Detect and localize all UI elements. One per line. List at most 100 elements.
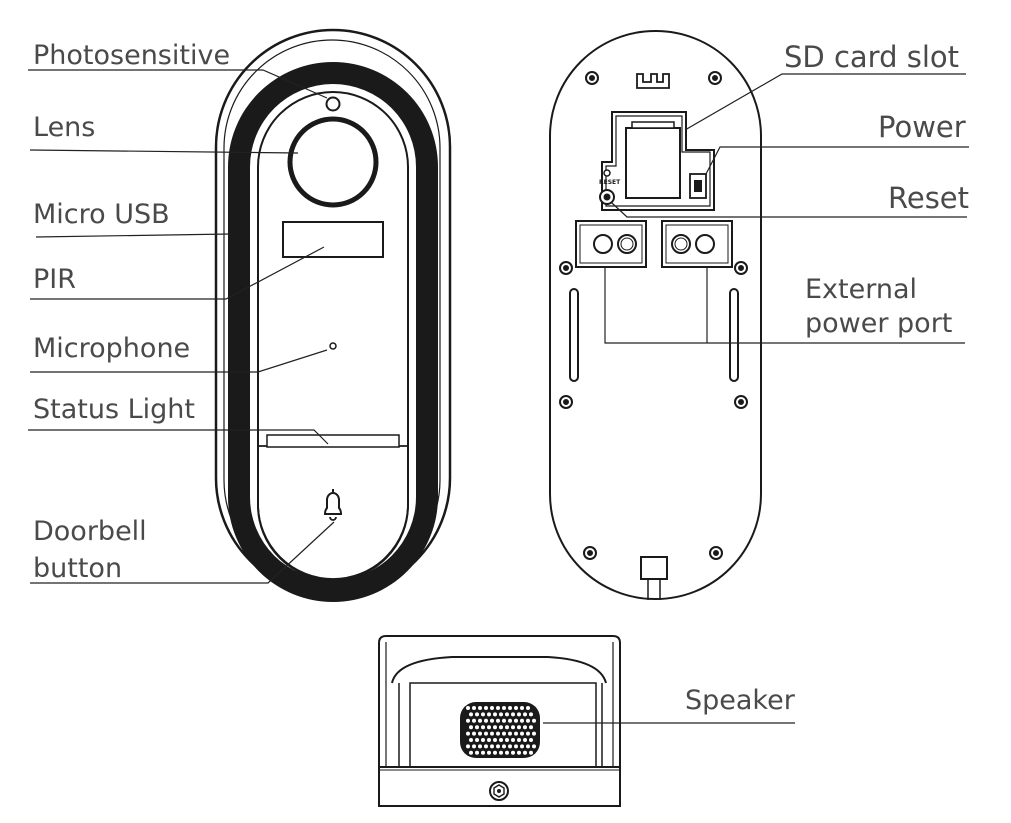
speaker-hole bbox=[484, 706, 488, 710]
label-doorbell: Doorbell bbox=[33, 516, 147, 547]
label-power: Power bbox=[878, 110, 966, 144]
speaker-hole bbox=[517, 738, 521, 742]
speaker-hole bbox=[511, 750, 515, 755]
top-connector bbox=[636, 73, 670, 89]
speaker-hole bbox=[508, 718, 512, 723]
speaker-hole bbox=[469, 725, 473, 730]
speaker-hole bbox=[493, 712, 497, 717]
label-lens: Lens bbox=[33, 112, 95, 143]
bell-icon bbox=[323, 489, 343, 521]
front-leader-lines bbox=[28, 69, 335, 584]
photosensitive-sensor bbox=[325, 96, 341, 112]
speaker-hole bbox=[475, 725, 479, 730]
speaker-hole bbox=[529, 712, 533, 717]
speaker-hole bbox=[499, 750, 503, 755]
speaker-hole bbox=[490, 731, 494, 736]
speaker-hole bbox=[487, 738, 491, 742]
label-power-port: power port bbox=[805, 308, 952, 339]
speaker-hole bbox=[508, 706, 512, 710]
speaker-hole bbox=[487, 725, 491, 730]
speaker-hole bbox=[484, 718, 488, 723]
speaker-hole bbox=[478, 706, 482, 710]
status-light-bar bbox=[266, 434, 400, 448]
speaker-hole bbox=[469, 712, 473, 717]
speaker-hole bbox=[502, 731, 506, 736]
label-reset: Reset bbox=[888, 181, 969, 215]
front-button-area bbox=[257, 445, 409, 580]
speaker-hole bbox=[472, 718, 476, 723]
speaker-hole bbox=[505, 738, 509, 742]
speaker-hole bbox=[469, 738, 473, 742]
speaker-hole bbox=[505, 750, 509, 755]
sd-card-slot bbox=[625, 127, 681, 199]
speaker-hole bbox=[517, 750, 521, 755]
speaker-hole bbox=[502, 706, 506, 710]
speaker-hole bbox=[475, 738, 479, 742]
bottom-dome bbox=[391, 656, 607, 684]
speaker-hole bbox=[526, 718, 530, 723]
speaker-hole bbox=[523, 738, 527, 742]
speaker-hole bbox=[478, 731, 482, 736]
speaker-hole bbox=[523, 712, 527, 717]
speaker-hole bbox=[481, 712, 485, 717]
speaker-hole bbox=[496, 706, 500, 710]
speaker-hole bbox=[481, 725, 485, 730]
label-sd-card-slot: SD card slot bbox=[784, 40, 959, 74]
speaker-hole bbox=[532, 731, 536, 736]
micro-usb-nub bbox=[232, 230, 238, 248]
front-bezel bbox=[228, 62, 438, 602]
speaker-hole bbox=[529, 725, 533, 730]
speaker-hole bbox=[484, 731, 488, 736]
speaker-hole bbox=[529, 750, 533, 755]
bottom-cable-clip bbox=[640, 556, 668, 580]
speaker-hole bbox=[493, 750, 497, 755]
speaker-hole bbox=[490, 744, 494, 749]
speaker-hole bbox=[496, 718, 500, 723]
speaker-hole bbox=[511, 738, 515, 742]
back-leader-lines bbox=[604, 73, 969, 344]
speaker-hole bbox=[472, 731, 476, 736]
speaker-hole bbox=[520, 744, 524, 749]
speaker-hole bbox=[532, 718, 536, 723]
speaker-hole bbox=[499, 712, 503, 717]
speaker-hole bbox=[466, 706, 470, 710]
speaker-hole bbox=[514, 718, 518, 723]
speaker-hole bbox=[502, 744, 506, 749]
speaker-hole bbox=[526, 706, 530, 710]
label-speaker: Speaker bbox=[685, 685, 796, 716]
speaker-hole bbox=[511, 725, 515, 730]
speaker-hole bbox=[475, 712, 479, 717]
back-view: RESET bbox=[549, 30, 762, 600]
speaker-hole bbox=[490, 718, 494, 723]
speaker-hole bbox=[472, 744, 476, 749]
front-face-panel bbox=[257, 91, 409, 581]
speaker-hole bbox=[478, 718, 482, 723]
speaker-hole bbox=[487, 712, 491, 717]
pir-window bbox=[282, 221, 384, 258]
speaker-hole bbox=[520, 731, 524, 736]
label-external: External bbox=[805, 274, 917, 305]
speaker-hole bbox=[514, 744, 518, 749]
speaker-hole bbox=[484, 744, 488, 749]
speaker-hole bbox=[514, 706, 518, 710]
speaker-hole bbox=[526, 744, 530, 749]
speaker-hole bbox=[493, 738, 497, 742]
speaker-hole bbox=[511, 712, 515, 717]
speaker-hole bbox=[502, 718, 506, 723]
label-doorbell-button: button bbox=[33, 553, 122, 584]
label-microphone: Microphone bbox=[33, 333, 190, 364]
speaker-hole bbox=[475, 750, 479, 755]
speaker-hole bbox=[520, 718, 524, 723]
speaker-hole bbox=[499, 738, 503, 742]
bottom-view bbox=[378, 635, 621, 807]
label-micro-usb: Micro USB bbox=[33, 199, 170, 230]
back-screws bbox=[559, 71, 748, 560]
label-pir: PIR bbox=[33, 264, 76, 295]
speaker-hole bbox=[487, 750, 491, 755]
speaker-hole bbox=[478, 744, 482, 749]
speaker-hole bbox=[490, 706, 494, 710]
speaker-hole bbox=[529, 738, 533, 742]
speaker-hole bbox=[523, 725, 527, 730]
speaker-hole bbox=[508, 744, 512, 749]
